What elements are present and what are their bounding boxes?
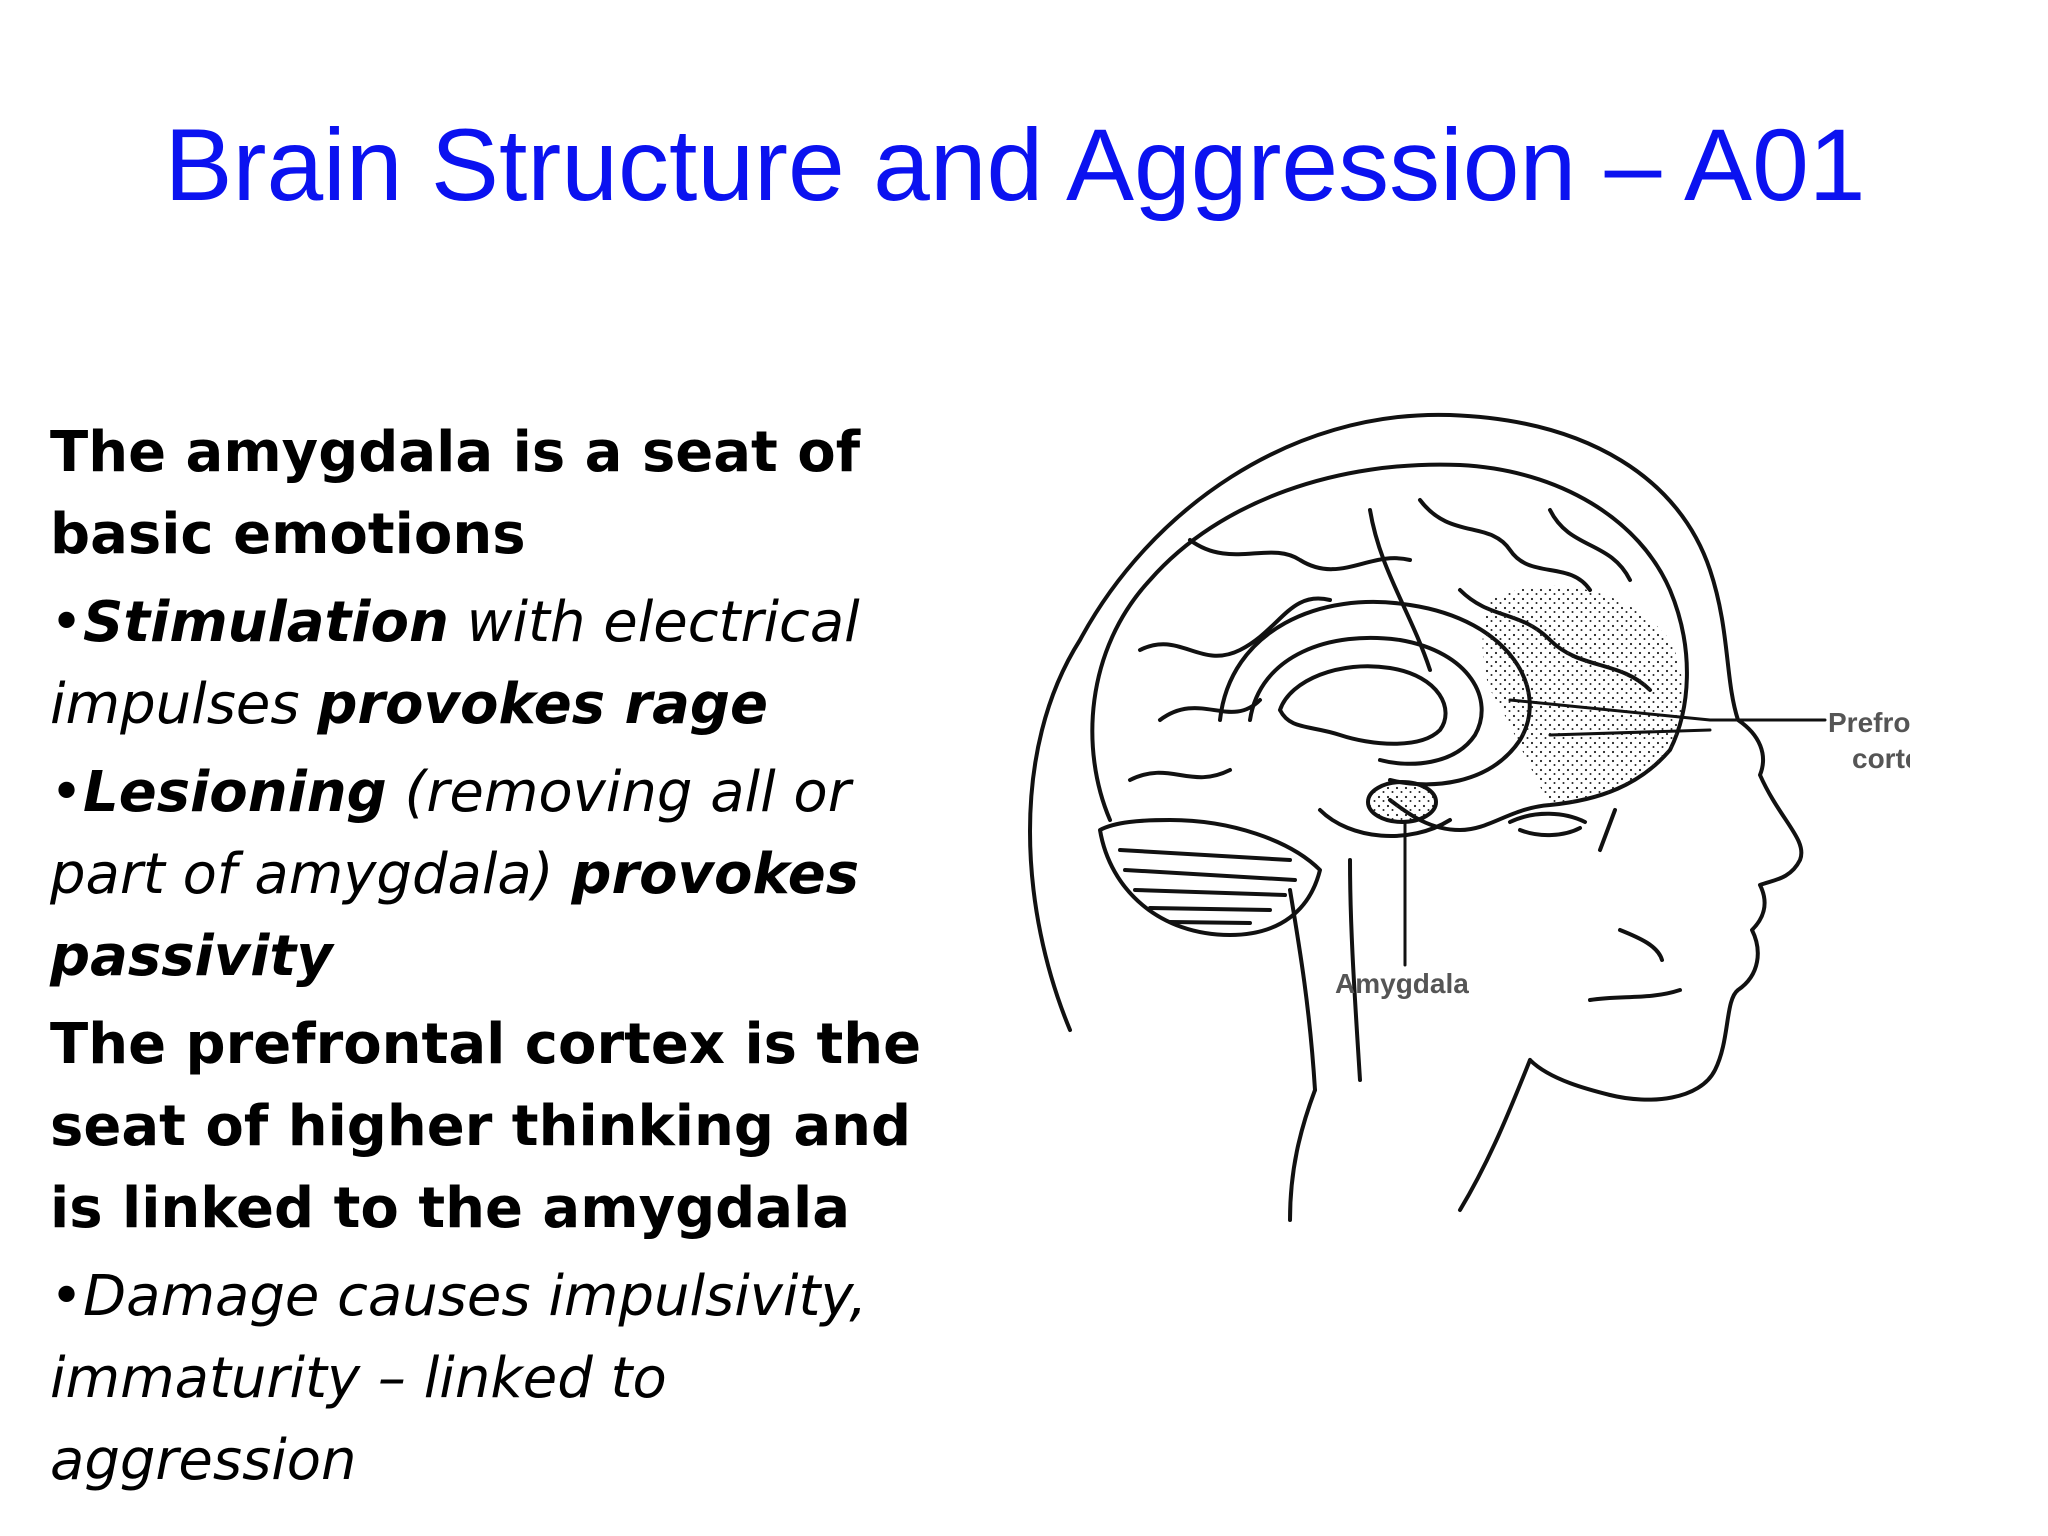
bullet-damage: •Damage causes impulsivity, immaturity –… <box>50 1256 980 1502</box>
brain-head-illustration: Prefrontal cortex Amygdala <box>1028 412 1910 1222</box>
slide-title: Brain Structure and Aggression – A01 <box>164 108 1866 222</box>
label-prefrontal-line2: cortex <box>1852 743 1910 774</box>
bullet-middle: (removing all or part of amygdala) <box>50 760 851 907</box>
bullet-strong-end: provokes passivity <box>50 842 860 989</box>
bullet-stimulation: •Stimulation with electrical impulses pr… <box>50 582 980 746</box>
bullet-strong-start: Stimulation <box>83 590 449 655</box>
label-prefrontal-line1: Prefrontal <box>1828 707 1910 738</box>
heading-amygdala: The amygdala is a seat of basic emotions <box>50 420 861 567</box>
bullet-strong-start: Lesioning <box>83 760 387 825</box>
bullet-lesioning: •Lesioning (removing all or part of amyg… <box>50 752 980 998</box>
bullet-middle: with electrical impulses <box>50 590 860 737</box>
bullet-marker: • <box>50 1264 84 1329</box>
bullet-marker: • <box>50 590 84 655</box>
bullet-middle: Damage causes impulsivity, immaturity – … <box>50 1264 868 1493</box>
bullet-marker: • <box>50 760 84 825</box>
slide-body: The amygdala is a seat of basic emotions… <box>50 412 980 1508</box>
bullet-strong-end: provokes rage <box>317 672 768 737</box>
heading-prefrontal: The prefrontal cortex is the seat of hig… <box>50 1012 922 1241</box>
label-amygdala: Amygdala <box>1335 968 1469 999</box>
